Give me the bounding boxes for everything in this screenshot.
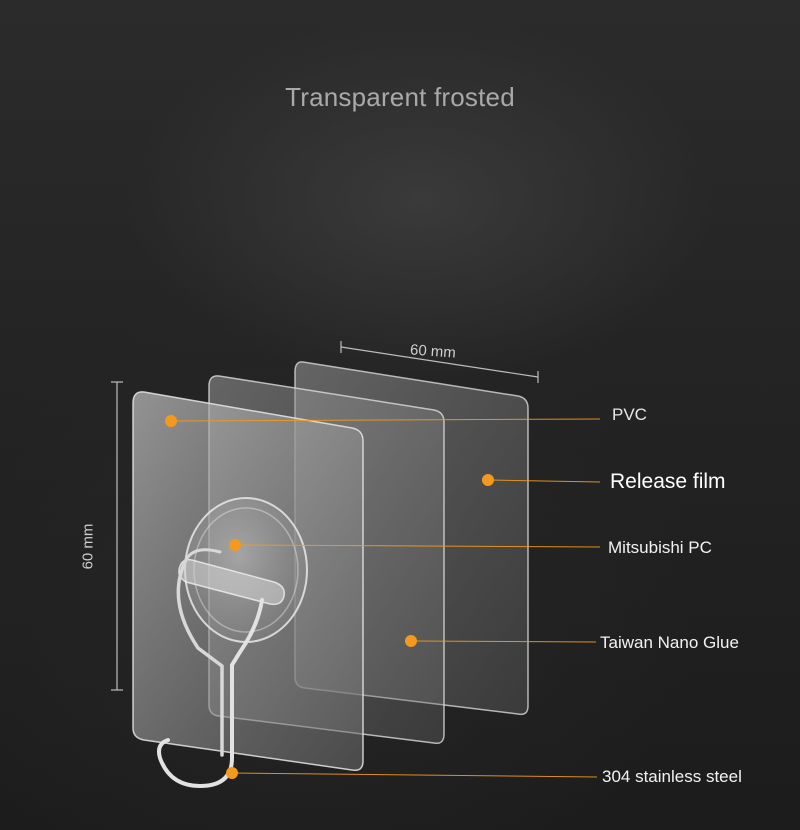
nano-glue-label: Taiwan Nano Glue — [600, 633, 739, 652]
pvc-leader — [170, 418, 601, 422]
stainless-steel-leader — [231, 772, 598, 778]
stainless-steel-marker — [226, 767, 238, 779]
height-dimension-label: 60 mm — [79, 523, 97, 570]
width-dimension-label: 60 mm — [409, 341, 457, 362]
steel-hook — [157, 598, 264, 789]
release-film-leader — [487, 479, 601, 483]
mitsubishi-pc-label: Mitsubishi PC — [608, 538, 712, 557]
release-film-marker — [482, 474, 494, 486]
release-film-label: Release film — [610, 470, 726, 493]
stainless-steel-label: 304 stainless steel — [602, 767, 742, 786]
nano-glue-marker — [405, 635, 417, 647]
nano-glue-leader — [410, 640, 597, 643]
mitsubishi-pc-leader — [234, 544, 601, 548]
page-title: Transparent frosted — [285, 82, 515, 112]
pvc-label: PVC — [612, 405, 647, 424]
mitsubishi-pc-marker — [229, 539, 241, 551]
height-dimension-line — [111, 381, 123, 691]
pvc-marker — [165, 415, 177, 427]
width-dimension-line — [340, 341, 539, 383]
